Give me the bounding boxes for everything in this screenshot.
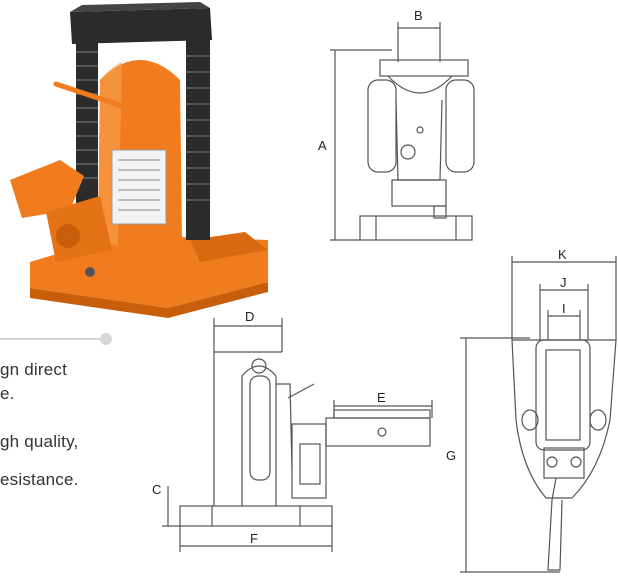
pump-arm [10, 160, 84, 218]
release-handle [53, 81, 131, 111]
side-view [162, 318, 433, 552]
text-line-2: e. [0, 384, 15, 403]
jack-cap [70, 8, 212, 44]
label-c: C [152, 482, 161, 497]
label-f: F [250, 531, 258, 546]
label-i: I [562, 301, 566, 316]
bottom-view [460, 256, 617, 573]
divider-dot [100, 333, 112, 345]
label-k: K [558, 247, 567, 262]
label-e: E [377, 390, 386, 405]
label-d: D [245, 309, 254, 324]
text-line-4: esistance. [0, 470, 79, 489]
label-g: G [446, 448, 456, 463]
front-view [330, 22, 475, 241]
label-b: B [414, 8, 423, 23]
product-label [111, 149, 167, 225]
right-spring [186, 40, 210, 240]
label-j: J [560, 275, 567, 290]
text-line-1: gn direct [0, 360, 68, 379]
text-line-3: gh quality, [0, 432, 79, 451]
product-photo [10, 2, 268, 318]
label-a: A [318, 138, 327, 153]
section-divider [0, 338, 108, 340]
